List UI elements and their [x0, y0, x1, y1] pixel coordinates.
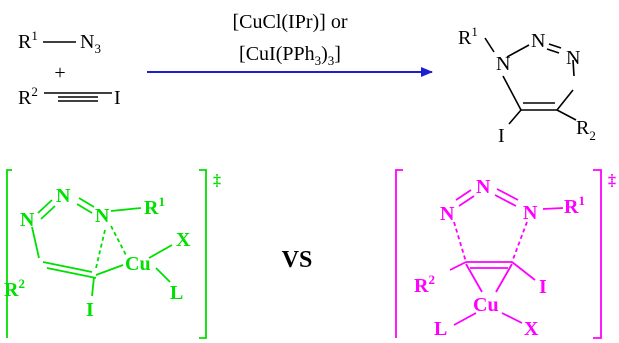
product-n2: N [531, 30, 545, 52]
catalyst-line-1: [CuCl(IPr)] or [233, 11, 348, 33]
product-r1: R1 [458, 24, 478, 49]
product-n1: N [496, 53, 510, 75]
right-ts-x: X [524, 318, 539, 340]
right-ts-bracket-close [593, 169, 602, 339]
left-ts-n-c: N [95, 205, 110, 227]
triple-bond [44, 92, 112, 102]
left-ts-x: X [176, 229, 191, 251]
right-ts-n-b: N [476, 176, 491, 198]
left-ts-iodo: I [86, 299, 94, 321]
left-ts-bracket-close [199, 169, 207, 339]
transition-state-right: ‡ N N N R1 R2 I Cu L X [395, 169, 616, 340]
left-ts-cu: Cu [125, 253, 151, 275]
left-ts-bracket-open [6, 169, 12, 338]
right-ts-iodo: I [539, 276, 547, 298]
product-iodo: I [498, 125, 505, 147]
azide-group-label: N3 [80, 31, 101, 56]
vs-label: VS [282, 247, 313, 273]
reactant-azide: R1 N3 [18, 28, 101, 56]
alkyne-iodo-label: I [114, 87, 121, 109]
right-ts-n-a: N [440, 203, 455, 225]
product-n3: N [566, 47, 580, 69]
right-ts-bonds [449, 188, 564, 326]
catalyst-line-2: [CuI(PPh3)3] [239, 43, 341, 68]
plus-sign: + [54, 62, 65, 84]
right-ts-cu: Cu [473, 294, 499, 316]
left-ts-bonds [31, 197, 173, 297]
right-ts-l: L [434, 318, 447, 340]
reactant-iodoalkyne: R2 I [18, 84, 121, 109]
azide-r-label: R1 [18, 28, 38, 53]
right-ts-r2: R2 [414, 272, 435, 297]
alkyne-r-label: R2 [18, 84, 38, 109]
product-ring-bonds [484, 37, 577, 125]
left-ts-r1: R1 [144, 194, 165, 219]
right-ts-n-c: N [523, 202, 538, 224]
left-ts-dagger: ‡ [213, 172, 221, 189]
right-ts-r1: R1 [564, 193, 585, 218]
right-ts-bracket-open [395, 169, 403, 338]
product-r2: R2 [576, 117, 596, 143]
transition-state-left: ‡ N N N R1 R2 Cu X L I [4, 169, 221, 339]
left-ts-n-b: N [56, 185, 71, 207]
left-ts-l: L [170, 282, 183, 304]
right-ts-dagger: ‡ [608, 172, 616, 189]
left-ts-r2: R2 [4, 276, 25, 301]
left-ts-n-a: N [20, 209, 35, 231]
product-triazole: N N N R1 I R2 [458, 24, 596, 147]
